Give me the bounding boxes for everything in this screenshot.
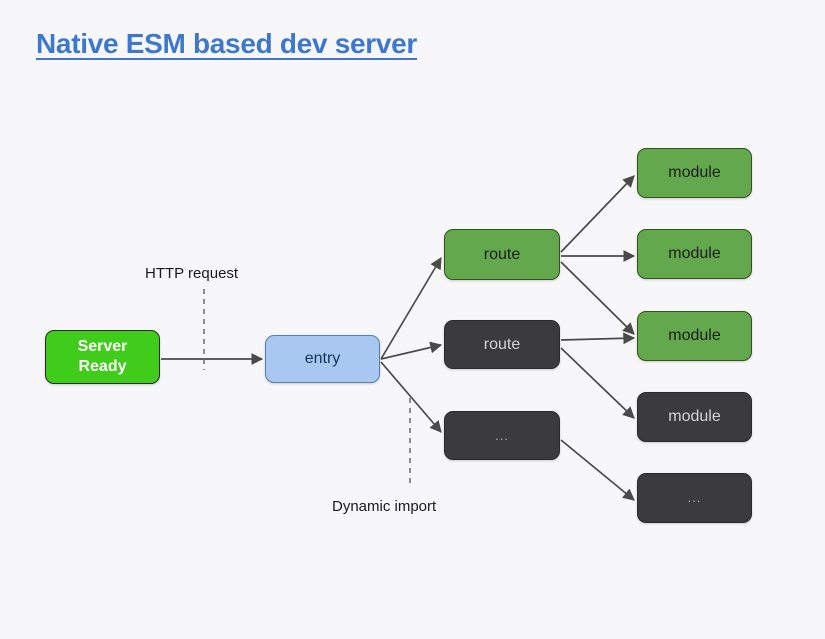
edge-entry-route-active <box>380 256 442 360</box>
node-route-idle-label: route <box>483 335 521 353</box>
server-ready-line1: Server <box>77 338 128 356</box>
edge-route-active-module-1 <box>560 175 635 253</box>
node-server-ready[interactable]: Server Ready <box>45 330 160 384</box>
node-route-more-label: ... <box>495 427 509 443</box>
annotation-dynamic-import: Dynamic import <box>332 498 437 515</box>
node-module-1-label: module <box>668 164 721 182</box>
edge-route-more-module-more <box>560 439 635 501</box>
annotation-http-request: HTTP request <box>145 265 239 282</box>
edge-route-active-module-3 <box>560 261 635 335</box>
node-route-active[interactable]: route <box>444 229 560 280</box>
node-route-more[interactable]: ... <box>444 411 560 460</box>
node-module-2-label: module <box>668 245 721 263</box>
edge-route-idle-module-3 <box>560 332 636 345</box>
node-module-more[interactable]: ... <box>637 473 752 523</box>
node-server-ready-label: Server Ready <box>78 337 128 376</box>
node-module-more-label: ... <box>687 490 702 506</box>
node-module-4[interactable]: module <box>637 392 752 442</box>
node-entry-label: entry <box>304 350 341 368</box>
node-entry[interactable]: entry <box>265 335 380 383</box>
node-route-active-label: route <box>483 245 521 263</box>
node-module-1[interactable]: module <box>637 148 752 198</box>
node-module-2[interactable]: module <box>637 229 752 279</box>
node-route-idle[interactable]: route <box>444 320 560 369</box>
edge-entry-route-more <box>380 361 442 433</box>
page-title: Native ESM based dev server <box>36 28 417 59</box>
node-module-3[interactable]: module <box>637 311 752 361</box>
server-ready-line2: Ready <box>78 358 127 375</box>
edge-entry-route-idle <box>380 341 443 360</box>
edge-route-idle-module-4 <box>560 347 635 419</box>
node-module-3-label: module <box>668 327 721 345</box>
node-module-4-label: module <box>668 408 721 426</box>
